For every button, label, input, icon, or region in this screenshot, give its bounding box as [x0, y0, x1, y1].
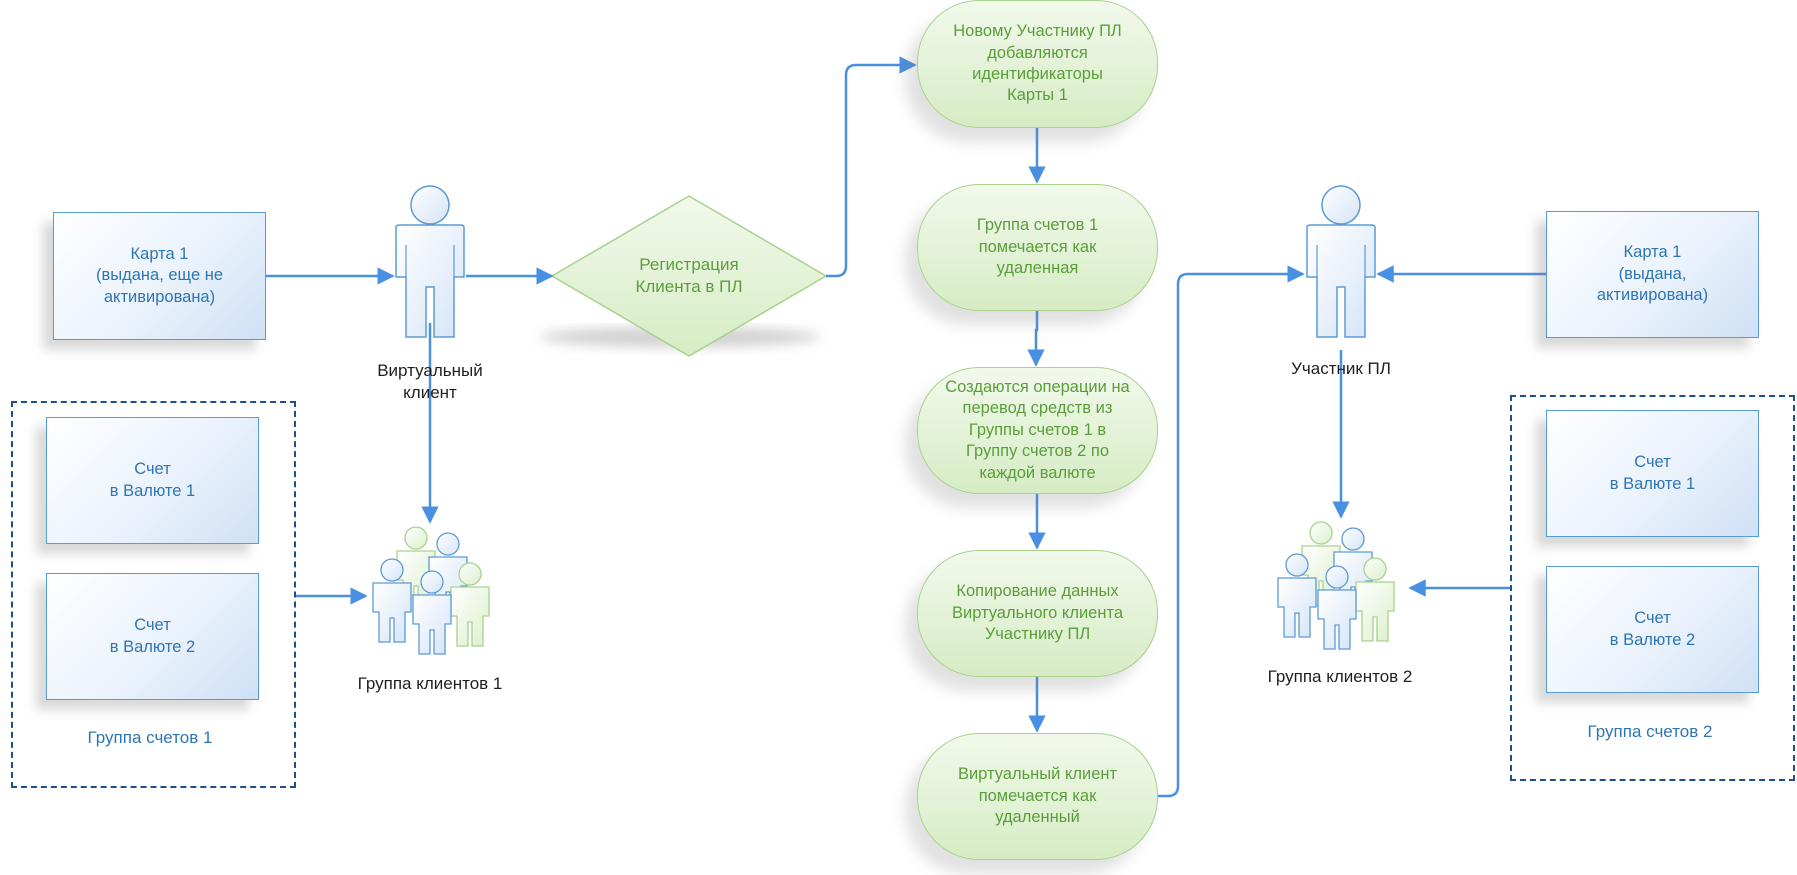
- flow-step5-text: Виртуальный клиент помечается как удален…: [957, 765, 1118, 827]
- client-group1-caption: Группа клиентов 1: [357, 674, 503, 693]
- virtual-client-caption: Виртуальный клиент: [377, 361, 483, 403]
- registration-text: Регистрация Клиента в ПЛ: [635, 254, 743, 296]
- arrow-step5-to-participant: [1156, 265, 1305, 798]
- left-account2-text: Счет в Валюте 2: [109, 616, 196, 656]
- accounts-group2-frame: [1510, 395, 1795, 781]
- virtual-client-person-icon: [395, 185, 465, 338]
- right-people-group-icon: [1278, 522, 1394, 649]
- right-account2-box: Счет в Валюте 2: [1546, 566, 1759, 693]
- flow-step1-text: Новому Участнику ПЛ добавляются идентифи…: [953, 22, 1122, 105]
- right-account1-text: Счет в Валюте 1: [1609, 453, 1696, 493]
- left-card1-box: Карта 1 (выдана, еще не активирована): [53, 212, 266, 340]
- flow-step4: Копирование данных Виртуального клиента …: [917, 550, 1158, 677]
- flow-step4-text: Копирование данных Виртуального клиента …: [951, 582, 1124, 644]
- participant-person-icon: [1306, 185, 1376, 338]
- registration-decision-shape: [550, 195, 828, 357]
- arrow-registration-to-step1: [826, 56, 917, 278]
- left-account1-text: Счет в Валюте 1: [109, 460, 196, 500]
- left-account2-box: Счет в Валюте 2: [46, 573, 259, 700]
- left-account1-box: Счет в Валюте 1: [46, 417, 259, 544]
- right-card1-box: Карта 1 (выдана, активирована): [1546, 211, 1759, 338]
- flow-step3: Создаются операции на перевод средств из…: [917, 367, 1158, 494]
- client-group2-caption: Группа клиентов 2: [1267, 667, 1413, 686]
- right-card1-text: Карта 1 (выдана, активирована): [1596, 243, 1709, 305]
- accounts-group2-caption: Группа счетов 2: [1587, 722, 1713, 741]
- flow-step3-text: Создаются операции на перевод средств из…: [945, 377, 1130, 482]
- left-people-group-icon: [373, 527, 489, 654]
- flow-step5: Виртуальный клиент помечается как удален…: [917, 733, 1158, 860]
- right-account2-text: Счет в Валюте 2: [1609, 609, 1696, 649]
- accounts-group1-caption: Группа счетов 1: [87, 728, 213, 747]
- participant-caption: Участник ПЛ: [1291, 359, 1391, 378]
- accounts-group1-frame: [11, 401, 296, 788]
- right-account1-box: Счет в Валюте 1: [1546, 410, 1759, 537]
- left-card1-text: Карта 1 (выдана, еще не активирована): [96, 244, 223, 306]
- flow-step2: Группа счетов 1 помечается как удаленная: [917, 184, 1158, 311]
- arrow-step2-to-step3: [1027, 311, 1045, 367]
- flow-step2-text: Группа счетов 1 помечается как удаленная: [976, 216, 1099, 278]
- flow-step1: Новому Участнику ПЛ добавляются идентифи…: [917, 0, 1158, 128]
